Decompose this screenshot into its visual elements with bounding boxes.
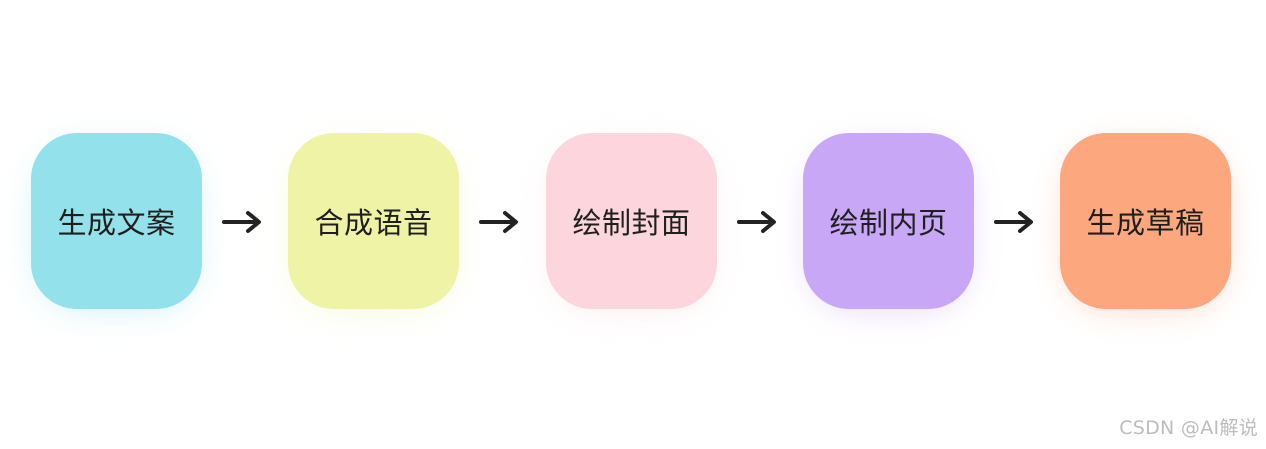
step-generate-copy: 生成文案 [31, 133, 202, 309]
step-face [288, 133, 459, 309]
arrow-right-icon [737, 208, 781, 236]
step-face [803, 133, 974, 309]
step-label: 生成文案 [57, 206, 176, 240]
arrow-right-icon [994, 208, 1038, 236]
watermark: CSDN @AI解说 [1119, 417, 1258, 439]
step-face [546, 133, 717, 309]
step-generate-draft: 生成草稿 [1060, 133, 1231, 309]
step-label: 绘制内页 [829, 206, 948, 240]
step-label: 生成草稿 [1086, 206, 1205, 240]
step-label: 合成语音 [314, 206, 433, 240]
step-face [1060, 133, 1231, 309]
step-label: 绘制封面 [572, 206, 691, 240]
step-draw-cover: 绘制封面 [546, 133, 717, 309]
arrow-right-icon [222, 208, 266, 236]
step-draw-inner-pages: 绘制内页 [803, 133, 974, 309]
arrow-right-icon [479, 208, 523, 236]
step-face [31, 133, 202, 309]
step-synthesize-voice: 合成语音 [288, 133, 459, 309]
